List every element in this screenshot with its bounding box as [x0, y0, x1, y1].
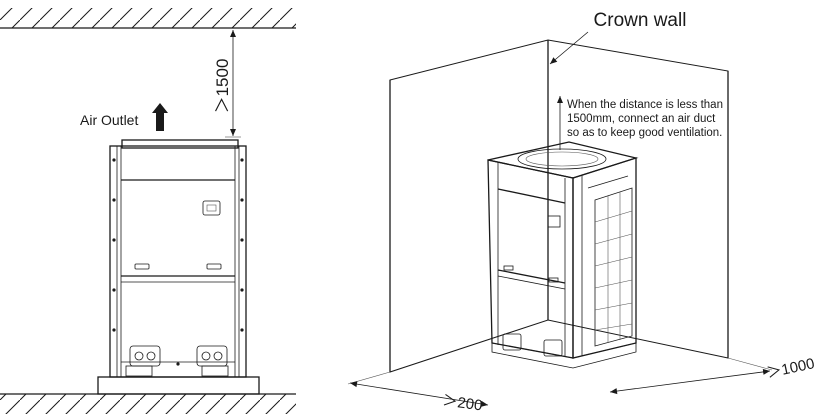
clearance-front-dimension: ＞200: [349, 381, 489, 414]
clearance-side-dimension: ＞1000: [609, 355, 816, 395]
outdoor-unit-perspective: [487, 141, 639, 369]
right-perspective-view: Crown wall When the distance is less tha…: [347, 10, 816, 414]
crown-wall-label: Crown wall: [594, 10, 687, 31]
room-walls: [389, 39, 729, 373]
floor-hatch: [0, 393, 296, 414]
clearance-front-label: ＞200: [441, 392, 483, 414]
up-arrow-icon: [152, 103, 168, 131]
ventilation-note-line: 1500mm, connect an air duct: [567, 113, 716, 125]
ventilation-note-line: so as to keep good ventilation.: [567, 127, 722, 139]
base-plinth: [97, 376, 260, 395]
air-outlet-indicator: Air Outlet: [80, 103, 168, 131]
clearance-top-label: ＞1500: [213, 59, 232, 114]
side-grille: [594, 187, 633, 347]
ventilation-note-line: When the distance is less than: [567, 99, 723, 111]
clearance-side-label: ＞1000: [765, 355, 816, 382]
left-front-view: ＞1500 Air Outlet: [0, 8, 296, 414]
ceiling-hatch: [0, 8, 296, 29]
air-outlet-label: Air Outlet: [80, 112, 138, 128]
ventilation-note: When the distance is less than 1500mm, c…: [567, 99, 726, 139]
outdoor-unit-front: [109, 139, 247, 378]
clearance-top-dimension: ＞1500: [213, 30, 241, 138]
